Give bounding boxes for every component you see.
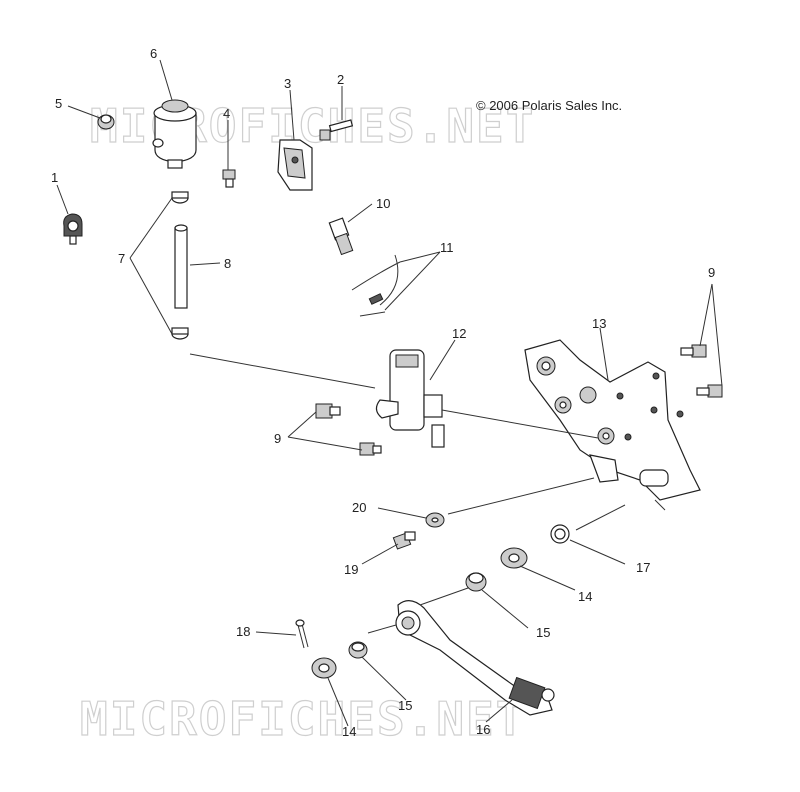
callout-7: 7 bbox=[118, 251, 125, 266]
watermark-bottom: MICROFICHES.NET bbox=[80, 692, 525, 746]
callout-8: 8 bbox=[224, 256, 231, 271]
callout-1: 1 bbox=[51, 170, 58, 185]
callout-15-lower: 15 bbox=[398, 698, 412, 713]
part-6-reservoir bbox=[152, 99, 197, 169]
part-9-bolts-right bbox=[680, 344, 723, 398]
callout-14-upper: 14 bbox=[578, 589, 592, 604]
part-15-bushing-upper bbox=[465, 572, 487, 592]
part-4-bolt bbox=[222, 169, 236, 188]
part-12-master-cylinder bbox=[375, 349, 445, 448]
part-9-bolts-left bbox=[315, 403, 382, 456]
callout-17: 17 bbox=[636, 560, 650, 575]
callout-5: 5 bbox=[55, 96, 62, 111]
callout-3: 3 bbox=[284, 76, 291, 91]
part-5-grommet bbox=[97, 114, 115, 130]
part-10-bolt bbox=[328, 217, 354, 256]
callout-13: 13 bbox=[592, 316, 606, 331]
part-11-switch-wire bbox=[351, 254, 401, 317]
callout-16: 16 bbox=[476, 722, 490, 737]
callout-15-upper: 15 bbox=[536, 625, 550, 640]
callout-2: 2 bbox=[337, 72, 344, 87]
part-3-bracket bbox=[277, 139, 313, 191]
part-18-cotter-pin bbox=[295, 619, 309, 649]
part-14-washer-lower bbox=[311, 657, 337, 679]
callout-6: 6 bbox=[150, 46, 157, 61]
part-13-bracket-plate bbox=[524, 339, 701, 511]
callout-11: 11 bbox=[440, 240, 454, 255]
part-16-brake-pedal bbox=[395, 600, 555, 716]
part-17-spring bbox=[550, 524, 570, 544]
callout-20: 20 bbox=[352, 500, 366, 515]
part-19-bolt bbox=[392, 531, 416, 550]
part-8-hose bbox=[174, 224, 188, 309]
part-7-hose-clamps bbox=[171, 191, 189, 340]
leader-lines bbox=[56, 59, 723, 727]
callout-18: 18 bbox=[236, 624, 250, 639]
part-20-washer bbox=[425, 512, 445, 528]
part-14-washer-upper bbox=[500, 547, 528, 569]
callout-14-lower: 14 bbox=[342, 724, 356, 739]
part-1-clamp bbox=[63, 213, 83, 245]
callout-10: 10 bbox=[376, 196, 390, 211]
callout-labels: 1 2 3 4 5 6 7 8 9 9 10 11 12 13 14 14 15… bbox=[51, 46, 715, 739]
callout-9-left: 9 bbox=[274, 431, 281, 446]
copyright-text: © 2006 Polaris Sales Inc. bbox=[476, 98, 622, 113]
callout-4: 4 bbox=[223, 106, 230, 121]
callout-19: 19 bbox=[344, 562, 358, 577]
part-2-screw bbox=[319, 119, 354, 141]
callout-12: 12 bbox=[452, 326, 466, 341]
callout-9-right: 9 bbox=[708, 265, 715, 280]
part-15-bushing-lower bbox=[348, 641, 368, 659]
